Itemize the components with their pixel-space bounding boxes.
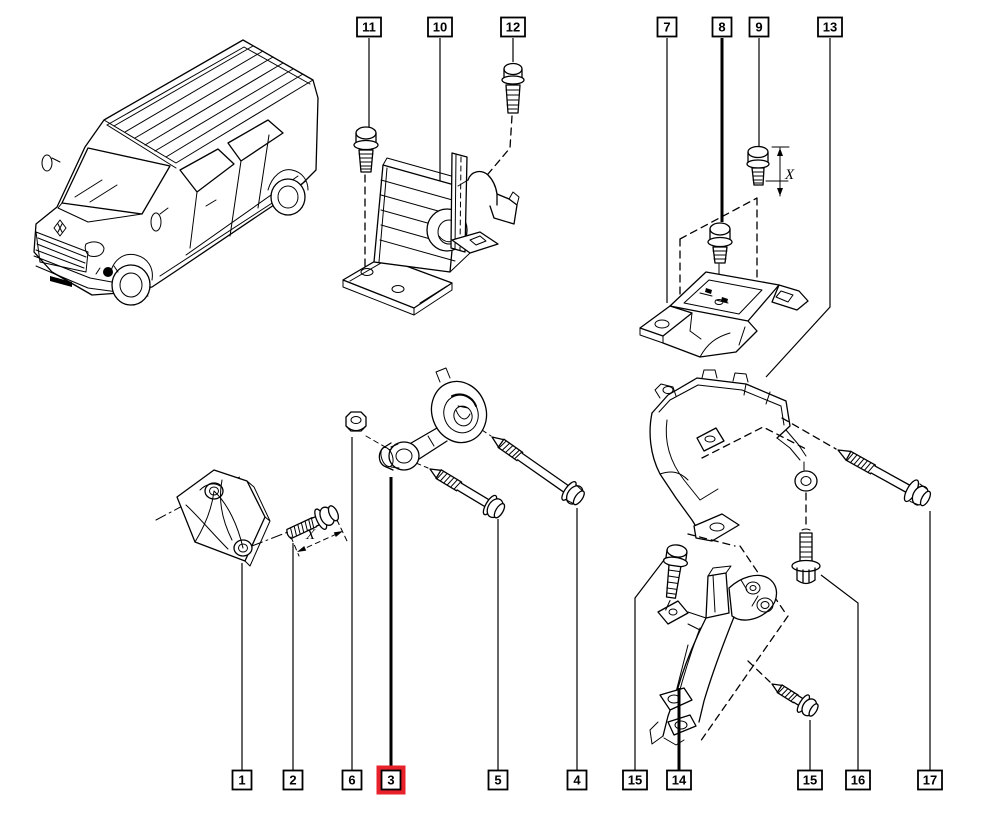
part-3-torque-rod: [378, 367, 488, 471]
van-illustration: [33, 39, 319, 306]
dimension-x-bolt9: [765, 146, 790, 197]
callout-box: [666, 769, 692, 791]
callout-box: [500, 16, 526, 38]
callout-12[interactable]: 12: [500, 16, 526, 63]
callout-box: [427, 16, 453, 38]
bolt-15-upper: [662, 544, 689, 611]
part-13-support-bracket: [649, 369, 932, 585]
bolt-2: [286, 505, 340, 540]
callout-number: 14: [672, 773, 687, 788]
bolt-15-lower: [771, 683, 819, 717]
callout-box: [797, 769, 823, 791]
callout-number: 17: [923, 773, 937, 788]
part-1-bracket: [155, 469, 348, 567]
callout-2[interactable]: 2: [282, 543, 304, 791]
part-7-gearbox-mount: [639, 145, 809, 358]
callout-box: [711, 16, 733, 38]
callout-13[interactable]: 13: [765, 16, 843, 378]
callout-number: 8: [718, 20, 725, 35]
callout-number: 16: [851, 773, 865, 788]
bolt-12: [501, 62, 525, 114]
callout-box: [231, 769, 253, 791]
callout-8[interactable]: 8: [711, 16, 733, 223]
dimension-label-x-1: X: [305, 527, 316, 543]
callout-number: 15: [803, 773, 817, 788]
part-14-lower-bracket: [649, 533, 819, 746]
bolt-17: [837, 449, 932, 507]
callout-box: [380, 769, 402, 791]
callout-number: 1: [238, 773, 245, 788]
callout-box: [845, 769, 871, 791]
bolt-4: [491, 436, 585, 506]
callout-number: 10: [433, 20, 447, 35]
callout-box: [566, 769, 588, 791]
callout-number: 5: [494, 773, 501, 788]
callout-leader-line: [820, 574, 859, 770]
callout-leader-line: [765, 38, 831, 378]
callout-box: [282, 769, 304, 791]
callout-number: 7: [663, 20, 670, 35]
callout-5[interactable]: 5: [487, 519, 509, 791]
mount-location-marker: [103, 267, 113, 277]
part-10-engine-mount: [342, 62, 525, 316]
callout-box: [917, 769, 943, 791]
callout-number: 9: [755, 20, 762, 35]
callout-10[interactable]: 10: [427, 16, 453, 182]
part-3-torque-rod-group: [345, 367, 585, 519]
dimension-label-layer: XX: [305, 167, 795, 543]
bolt-11: [353, 126, 379, 173]
callout-17[interactable]: 17: [917, 511, 943, 791]
callout-box: [622, 769, 648, 791]
callout-box: [817, 16, 843, 38]
dimension-x-bolt2: [290, 519, 348, 557]
dimension-label-x-0: X: [784, 167, 795, 183]
callout-box: [487, 769, 509, 791]
callout-7[interactable]: 7: [656, 16, 678, 304]
callout-box: [748, 16, 770, 38]
callout-14[interactable]: 14: [666, 688, 692, 791]
van-brand-logo: [53, 219, 67, 237]
callout-number: 3: [387, 773, 394, 788]
callout-4[interactable]: 4: [566, 508, 588, 791]
callout-number: 4: [573, 773, 581, 788]
callout-3[interactable]: 3: [376, 477, 406, 795]
callout-15[interactable]: 15: [797, 720, 823, 791]
callout-6[interactable]: 6: [341, 437, 363, 791]
bolt-5: [429, 468, 506, 519]
callout-box: [656, 16, 678, 38]
callout-number: 11: [362, 20, 376, 35]
callout-9[interactable]: 9: [748, 16, 770, 147]
callout-number: 2: [289, 773, 296, 788]
callout-number: 6: [348, 773, 355, 788]
callout-number: 15: [628, 773, 642, 788]
callout-box: [341, 769, 363, 791]
callout-box: [356, 16, 382, 38]
callout-15[interactable]: 15: [622, 559, 665, 791]
callout-number: 12: [506, 20, 520, 35]
callout-16[interactable]: 16: [820, 574, 871, 791]
callout-number: 13: [823, 20, 837, 35]
callout-leader-line: [634, 559, 665, 770]
callout-11[interactable]: 11: [356, 16, 382, 128]
nut-6: [345, 411, 367, 432]
bolt-9: [746, 145, 770, 186]
bolt-16: [791, 528, 821, 585]
callout-1[interactable]: 1: [231, 563, 253, 791]
